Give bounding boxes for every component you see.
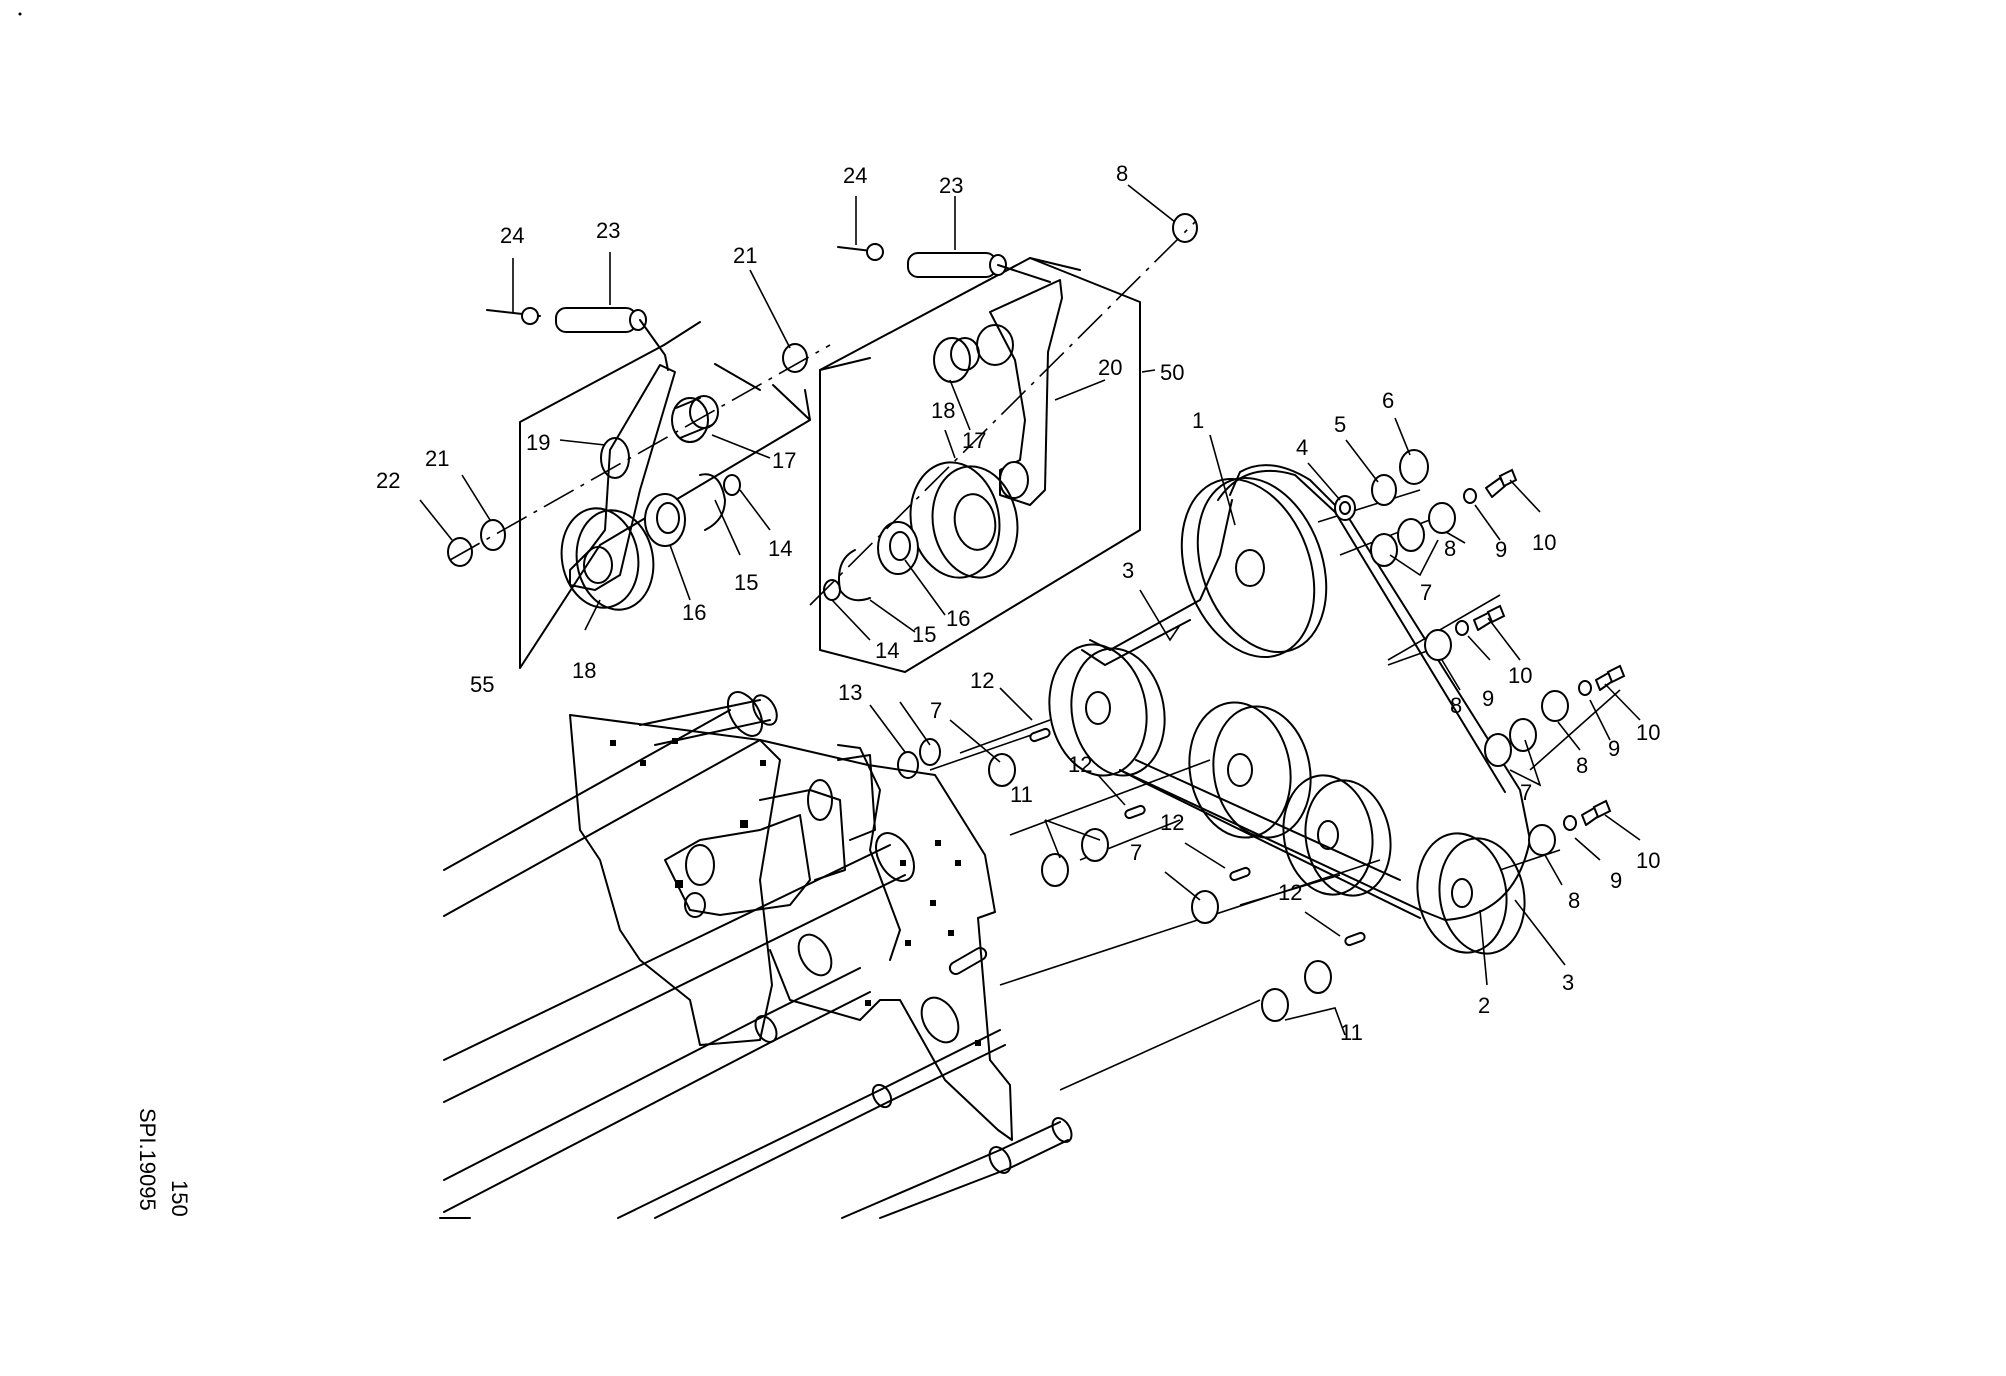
- callout-10: 10: [1636, 720, 1660, 745]
- leader-lines: [419, 184, 1641, 1036]
- callout-7: 7: [1130, 840, 1142, 865]
- callout-8: 8: [1576, 753, 1588, 778]
- callout-8: 8: [1568, 888, 1580, 913]
- callout-7: 7: [1420, 580, 1432, 605]
- callout-21: 21: [425, 446, 449, 471]
- callout-21: 21: [733, 243, 757, 268]
- callout-5: 5: [1334, 412, 1346, 437]
- motor-gearbox: [664, 754, 876, 918]
- figure-code: SPI.19095: [135, 1108, 160, 1211]
- callout-15: 15: [912, 622, 936, 647]
- callout-20: 20: [1098, 355, 1122, 380]
- callout-10: 10: [1636, 848, 1660, 873]
- callout-16: 16: [946, 606, 970, 631]
- callout-15: 15: [734, 570, 758, 595]
- callout-24: 24: [843, 163, 867, 188]
- callout-7: 7: [1520, 780, 1532, 805]
- callout-9: 9: [1495, 537, 1507, 562]
- callout-19: 19: [526, 430, 550, 455]
- callout-14: 14: [768, 536, 792, 561]
- callout-3: 3: [1562, 970, 1574, 995]
- callout-12: 12: [1160, 810, 1184, 835]
- callout-10: 10: [1532, 530, 1556, 555]
- callout-17: 17: [772, 448, 796, 473]
- callout-55: 55: [470, 672, 494, 697]
- callout-1: 1: [1192, 408, 1204, 433]
- callout-18: 18: [931, 398, 955, 423]
- callout-11: 11: [1340, 1020, 1363, 1045]
- callout-9: 9: [1482, 686, 1494, 711]
- callout-12: 12: [970, 668, 994, 693]
- side-frame-plate: [569, 714, 1013, 1141]
- callout-22: 22: [376, 468, 400, 493]
- figure-reference: SPI.19095 150: [18, 12, 192, 1217]
- corner-dot: [18, 12, 22, 16]
- callout-labels: 24 23 24 23 8 21 20 50 19 17 18 17 22 21…: [376, 161, 1660, 1045]
- callout-9: 9: [1608, 736, 1620, 761]
- callout-23: 23: [939, 173, 963, 198]
- callout-6: 6: [1382, 388, 1394, 413]
- callout-23: 23: [596, 218, 620, 243]
- callout-50: 50: [1160, 360, 1184, 385]
- callout-10: 10: [1508, 663, 1532, 688]
- callout-12: 12: [1068, 752, 1092, 777]
- callout-9: 9: [1610, 868, 1622, 893]
- callout-17: 17: [962, 428, 986, 453]
- callout-8: 8: [1116, 161, 1128, 186]
- callout-11: 11: [1010, 782, 1033, 807]
- callout-16: 16: [682, 600, 706, 625]
- axis-lines: [929, 489, 1621, 1091]
- callout-8: 8: [1444, 536, 1456, 561]
- callout-8: 8: [1450, 693, 1462, 718]
- callout-12: 12: [1278, 880, 1302, 905]
- tensioner-assembly-50: [809, 213, 1198, 673]
- tensioner-assembly-55: [447, 307, 831, 669]
- callout-7: 7: [930, 698, 942, 723]
- callout-3: 3: [1122, 558, 1134, 583]
- callout-24: 24: [500, 223, 524, 248]
- callout-18: 18: [572, 658, 596, 683]
- callout-13: 13: [838, 680, 862, 705]
- callout-14: 14: [875, 638, 899, 663]
- figure-number: 150: [167, 1180, 192, 1217]
- roller-shafts: [439, 691, 1073, 1219]
- callout-4: 4: [1296, 435, 1308, 460]
- callout-2: 2: [1478, 993, 1490, 1018]
